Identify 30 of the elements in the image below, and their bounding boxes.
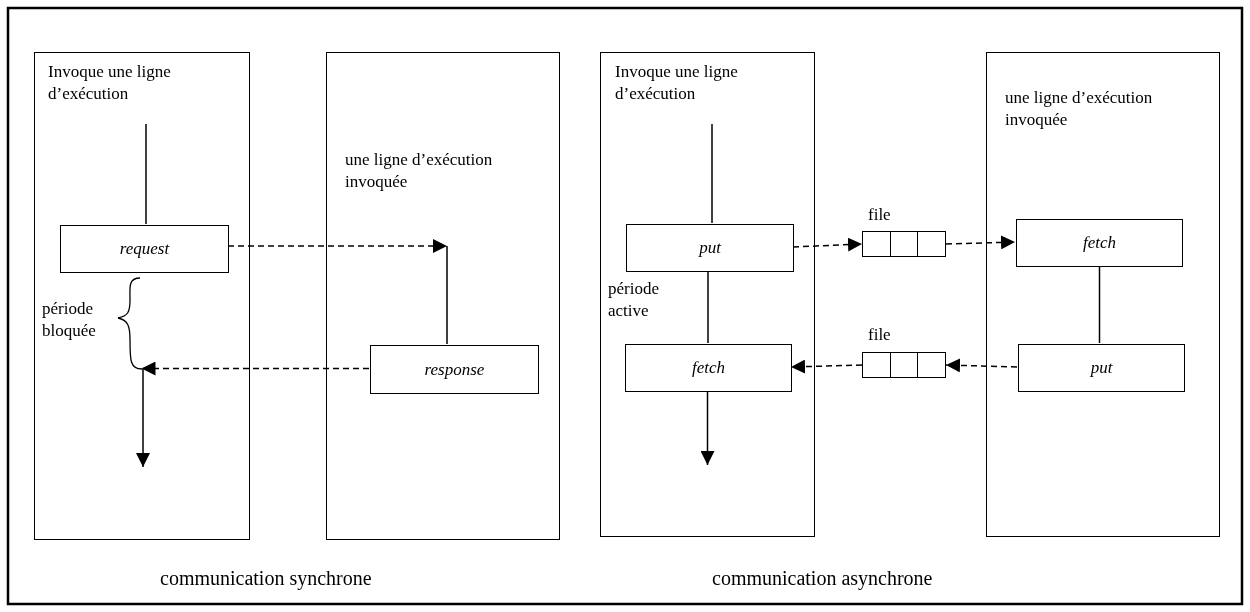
message-box: put <box>1018 344 1185 392</box>
arrow <box>792 237 863 252</box>
arrow <box>945 358 1018 373</box>
connector-line <box>1098 265 1101 344</box>
message-box: response <box>370 345 539 394</box>
lane-box <box>326 52 560 540</box>
lane-box <box>34 52 250 540</box>
annotation-text: période active <box>608 278 660 323</box>
queue-label: file <box>868 325 891 345</box>
arrow <box>700 390 715 466</box>
arrow <box>227 239 448 253</box>
lane-box <box>986 52 1220 537</box>
caption-text: communication synchrone <box>160 566 373 591</box>
heading-text: une ligne d’exécution invoquée <box>1005 87 1155 167</box>
heading-text: une ligne d’exécution invoquée <box>345 149 495 247</box>
arrow <box>945 235 1016 250</box>
message-box: request <box>60 225 229 273</box>
heading-text: Invoque une ligne d’exécution <box>48 61 172 106</box>
caption-text: communication asynchrone <box>712 566 934 591</box>
connector-line <box>707 270 709 344</box>
queue-label: file <box>868 205 891 225</box>
annotation-text: période bloquée <box>42 298 97 343</box>
arrow <box>140 361 370 376</box>
message-box: put <box>626 224 794 272</box>
lane-box <box>600 52 815 537</box>
connector-line <box>446 245 448 345</box>
message-box: fetch <box>1016 219 1183 267</box>
heading-text: Invoque une ligne d’exécution <box>615 61 739 106</box>
message-box: fetch <box>625 344 792 392</box>
arrow <box>790 359 863 374</box>
